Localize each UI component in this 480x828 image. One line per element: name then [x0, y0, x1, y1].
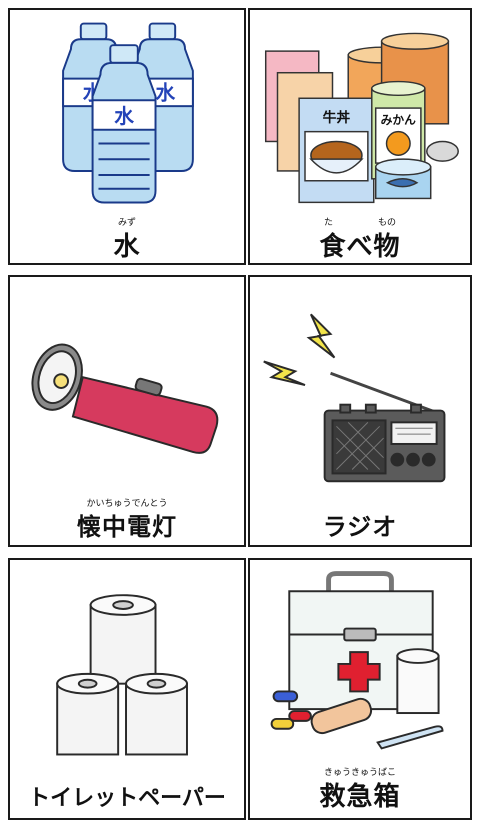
bottle-label-right: 水 [156, 81, 176, 104]
label-radio: ラジオ [322, 513, 398, 541]
food-label-gyudon: 牛丼 [323, 109, 351, 125]
food-supplies-icon: 牛丼 みかん [264, 32, 459, 204]
food-label-mikan: みかん [381, 114, 417, 127]
first-aid-kit-icon [270, 571, 444, 750]
ruby-water: みず [117, 218, 136, 228]
label-first-aid-kit: 救急箱 [319, 782, 401, 812]
label-toilet-paper: トイレットペーパー [28, 786, 226, 811]
card-first-aid-kit[interactable]: きゅうきゅうばこ 救急箱 [248, 558, 472, 820]
label-food: 食べ物 [319, 232, 401, 262]
water-bottles-icon: 水 水 水 [62, 22, 194, 204]
card-water[interactable]: 水 水 水 みず 水 [8, 8, 246, 265]
card-radio[interactable]: ラジオ [248, 275, 472, 547]
ruby-first-aid-kit: きゅうきゅうばこ [323, 768, 396, 778]
ruby-flashlight: かいちゅうでんとう [86, 499, 168, 509]
ruby-food: た もの [323, 218, 396, 228]
bottle-label-front: 水 [114, 105, 134, 128]
label-flashlight: 懐中電灯 [77, 513, 177, 541]
flashlight-icon [31, 343, 219, 454]
card-food[interactable]: 牛丼 みかん た もの 食べ物 [248, 8, 472, 265]
card-toilet-paper[interactable]: トイレットペーパー [8, 558, 246, 820]
radio-icon [263, 313, 446, 483]
card-flashlight[interactable]: かいちゅうでんとう 懐中電灯 [8, 275, 246, 547]
label-water: 水 [113, 232, 141, 262]
toilet-paper-icon [56, 594, 188, 756]
